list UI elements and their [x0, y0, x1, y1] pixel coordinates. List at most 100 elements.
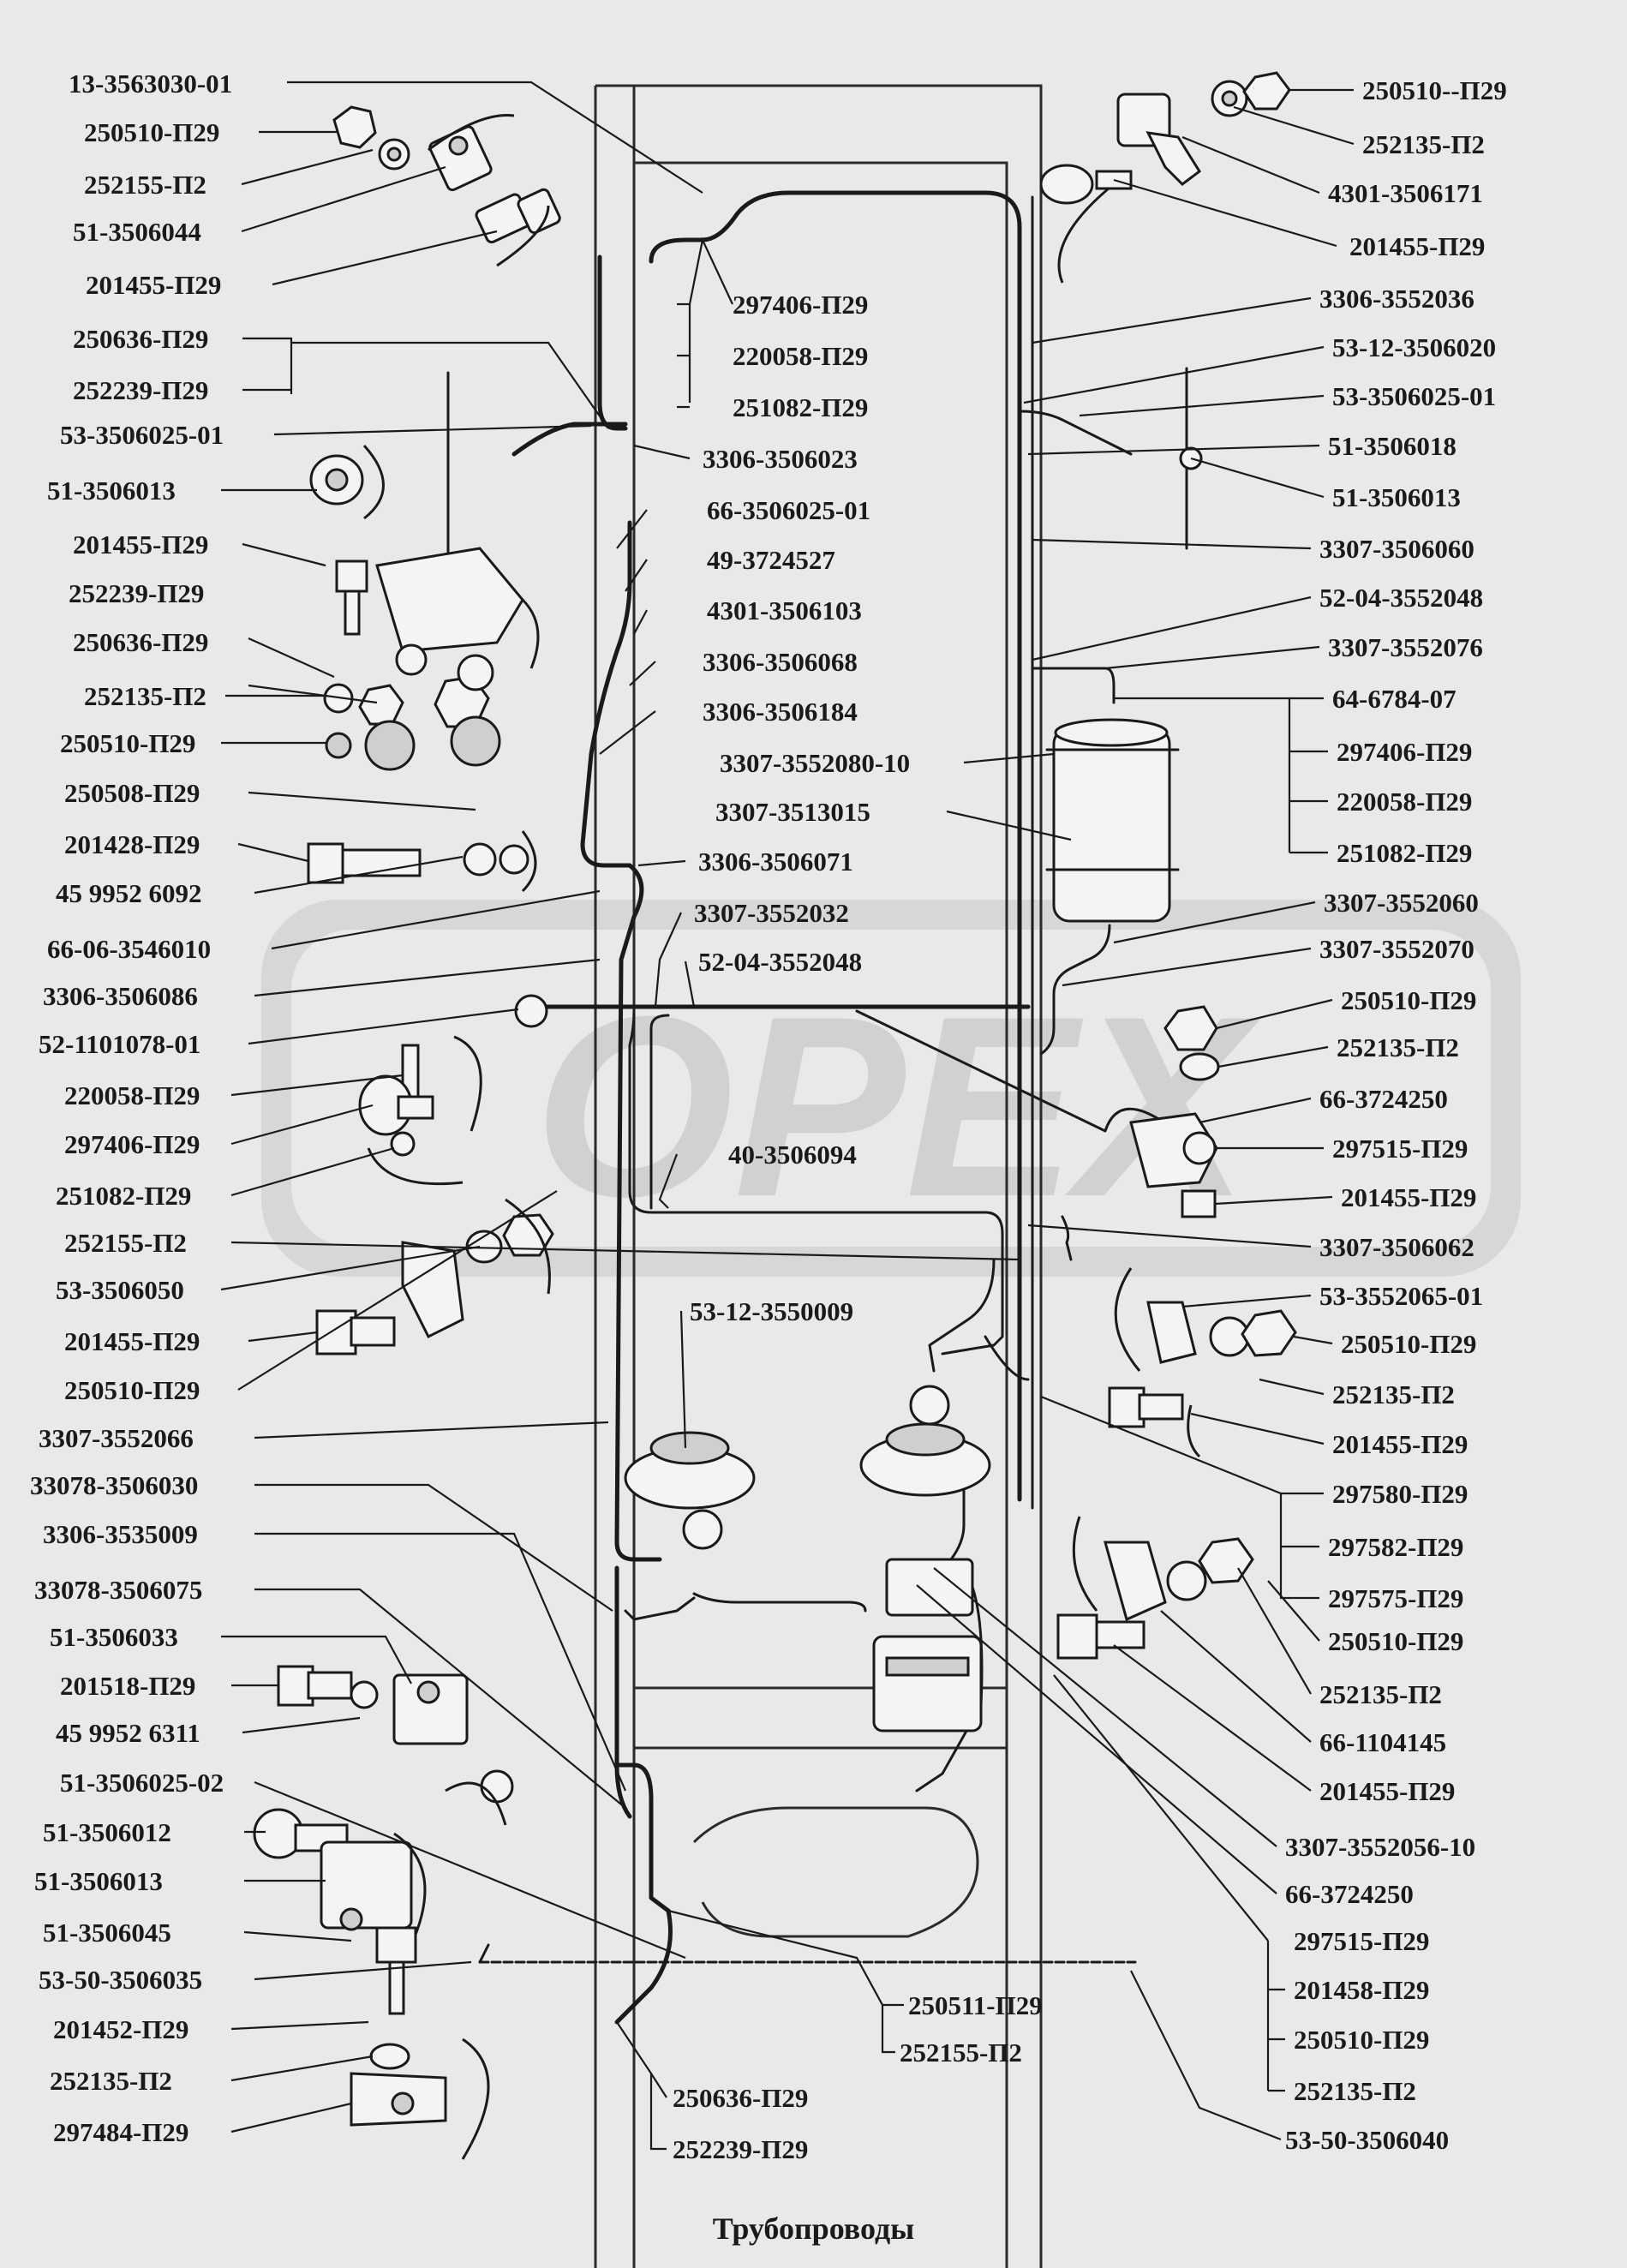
- label-center-19: 250636-П29: [673, 2083, 808, 2113]
- label-right-1: 250510--П29: [1362, 75, 1507, 105]
- label-left-34: 45 9952 6311: [56, 1718, 200, 1748]
- label-right-38: 297515-П29: [1294, 1926, 1429, 1956]
- label-left-13: 252135-П2: [84, 681, 206, 711]
- label-right-8: 51-3506018: [1328, 431, 1457, 461]
- brake-chamber-left: [624, 1431, 756, 1550]
- watermark-text: OPEX: [534, 962, 1261, 1250]
- label-right-26: 250510-П29: [1341, 1329, 1476, 1359]
- figure-caption: Трубопроводы: [712, 2211, 915, 2246]
- label-right-21: 66-3724250: [1319, 1084, 1448, 1114]
- label-center-5: 66-3506025-01: [707, 495, 870, 525]
- label-right-14: 297406-П29: [1337, 737, 1472, 767]
- label-left-31: 33078-3506075: [34, 1575, 202, 1605]
- rear-regulator: [872, 1558, 983, 1732]
- label-center-18: 252155-П2: [900, 2038, 1022, 2068]
- label-right-30: 297582-П29: [1328, 1532, 1463, 1562]
- label-left-19: 3306-3506086: [43, 981, 198, 1011]
- label-right-27: 252135-П2: [1332, 1379, 1455, 1409]
- label-left-27: 250510-П29: [64, 1375, 200, 1405]
- label-right-5: 3306-3552036: [1319, 284, 1474, 314]
- label-left-33: 201518-П29: [60, 1671, 195, 1701]
- label-center-6: 49-3724527: [707, 545, 835, 575]
- label-right-32: 250510-П29: [1328, 1626, 1463, 1656]
- label-left-7: 252239-П29: [73, 375, 208, 405]
- labels-right: 250510--П29 252135-П2 4301-3506171 20145…: [1285, 75, 1507, 2155]
- label-right-37: 66-3724250: [1285, 1879, 1414, 1909]
- label-right-40: 250510-П29: [1294, 2025, 1429, 2055]
- label-center-8: 3306-3506068: [703, 647, 858, 677]
- label-center-4: 3306-3506023: [703, 444, 858, 474]
- label-center-12: 3306-3506071: [698, 847, 853, 877]
- label-right-31: 297575-П29: [1328, 1583, 1463, 1613]
- label-left-22: 297406-П29: [64, 1129, 200, 1159]
- label-center-14: 52-04-3552048: [698, 947, 862, 977]
- label-left-12: 250636-П29: [73, 627, 208, 657]
- label-right-33: 252135-П2: [1319, 1679, 1442, 1709]
- label-right-4: 201455-П29: [1349, 231, 1485, 261]
- label-center-11: 3307-3513015: [715, 797, 870, 827]
- label-left-37: 51-3506013: [34, 1866, 163, 1896]
- label-center-1: 297406-П29: [733, 290, 868, 320]
- leader-lines: [220, 81, 1355, 2151]
- label-left-26: 201455-П29: [64, 1326, 200, 1356]
- label-left-5: 201455-П29: [86, 270, 221, 300]
- label-left-23: 251082-П29: [56, 1181, 191, 1211]
- label-right-19: 250510-П29: [1341, 985, 1476, 1015]
- label-left-18: 66-06-3546010: [47, 934, 211, 964]
- brake-chamber-right: [859, 1385, 991, 1497]
- label-center-2: 220058-П29: [733, 341, 868, 371]
- label-center-3: 251082-П29: [733, 392, 868, 422]
- label-right-23: 201455-П29: [1341, 1182, 1476, 1212]
- label-left-11: 252239-П29: [69, 578, 204, 608]
- label-right-2: 252135-П2: [1362, 129, 1485, 159]
- label-left-29: 33078-3506030: [30, 1470, 198, 1500]
- label-center-16: 53-12-3550009: [690, 1296, 853, 1326]
- label-right-10: 3307-3506060: [1319, 534, 1474, 564]
- label-right-3: 4301-3506171: [1328, 178, 1483, 208]
- label-right-16: 251082-П29: [1337, 838, 1472, 868]
- label-left-41: 252135-П2: [50, 2066, 172, 2096]
- label-right-39: 201458-П29: [1294, 1975, 1429, 2005]
- label-left-2: 250510-П29: [84, 117, 219, 147]
- label-right-35: 201455-П29: [1319, 1776, 1455, 1806]
- label-left-32: 51-3506033: [50, 1622, 178, 1652]
- label-right-13: 64-6784-07: [1332, 684, 1457, 714]
- label-left-35: 51-3506025-02: [60, 1768, 224, 1798]
- label-right-7: 53-3506025-01: [1332, 381, 1496, 411]
- label-right-41: 252135-П2: [1294, 2076, 1416, 2106]
- label-right-42: 53-50-3506040: [1285, 2125, 1449, 2155]
- label-left-16: 201428-П29: [64, 829, 200, 859]
- label-left-1: 13-3563030-01: [69, 69, 232, 99]
- label-right-24: 3307-3506062: [1319, 1232, 1474, 1262]
- label-left-24: 252155-П2: [64, 1228, 187, 1258]
- label-right-9: 51-3506013: [1332, 482, 1461, 512]
- label-left-42: 297484-П29: [53, 2117, 188, 2147]
- label-center-20: 252239-П29: [673, 2134, 808, 2164]
- label-left-15: 250508-П29: [64, 778, 200, 808]
- labels-left: 13-3563030-01 250510-П29 252155-П2 51-35…: [30, 69, 232, 2147]
- label-right-28: 201455-П29: [1332, 1429, 1468, 1459]
- label-right-34: 66-1104145: [1319, 1727, 1446, 1757]
- label-right-20: 252135-П2: [1337, 1032, 1459, 1062]
- labels-center: 297406-П29 220058-П29 251082-П29 3306-35…: [673, 290, 1043, 2164]
- label-right-15: 220058-П29: [1337, 787, 1472, 817]
- label-left-6: 250636-П29: [73, 324, 208, 354]
- label-left-9: 51-3506013: [47, 476, 176, 506]
- label-right-29: 297580-П29: [1332, 1479, 1468, 1509]
- label-left-3: 252155-П2: [84, 170, 206, 200]
- label-center-15: 40-3506094: [728, 1140, 857, 1170]
- label-left-21: 220058-П29: [64, 1080, 200, 1110]
- detail-parts-right: [1039, 71, 1297, 1660]
- label-center-9: 3306-3506184: [703, 697, 858, 727]
- label-left-17: 45 9952 6092: [56, 878, 202, 908]
- label-left-40: 201452-П29: [53, 2014, 188, 2044]
- label-right-17: 3307-3552060: [1324, 888, 1479, 918]
- label-right-11: 52-04-3552048: [1319, 583, 1483, 613]
- label-left-20: 52-1101078-01: [39, 1029, 200, 1059]
- label-left-38: 51-3506045: [43, 1918, 171, 1948]
- label-center-10: 3307-3552080-10: [720, 748, 910, 778]
- label-left-4: 51-3506044: [73, 217, 201, 247]
- detail-parts-left: [253, 105, 561, 2160]
- label-right-12: 3307-3552076: [1328, 632, 1483, 662]
